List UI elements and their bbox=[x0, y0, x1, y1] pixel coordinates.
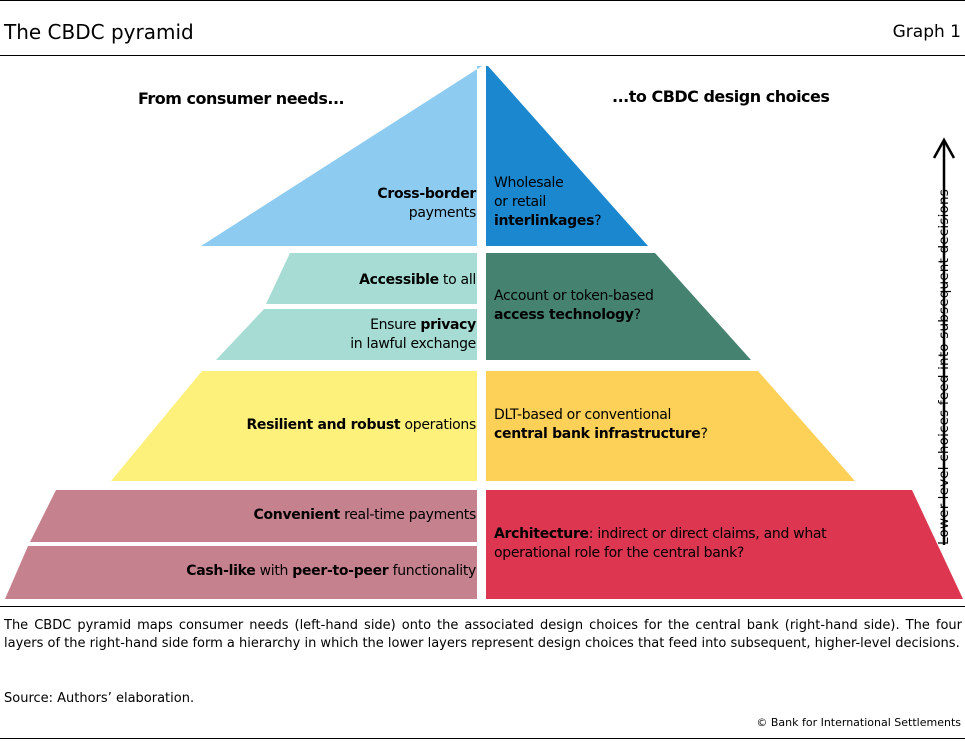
title-rule bbox=[0, 55, 965, 56]
layer4-left-bottom-shape bbox=[5, 546, 477, 599]
arrow-label: Lower-level choices feed into subsequent… bbox=[936, 188, 952, 545]
layer3-left-text: Resilient and robust operations bbox=[246, 417, 476, 433]
layer3-right-shape bbox=[486, 371, 855, 481]
bottom-rule bbox=[0, 738, 965, 739]
caption: The CBDC pyramid maps consumer needs (le… bbox=[4, 618, 962, 651]
layer4-left-bottom-text: Cash-like with peer-to-peer functionalit… bbox=[186, 563, 476, 579]
up-arrow-head-icon bbox=[932, 137, 956, 159]
layer1-right-shape bbox=[486, 66, 648, 246]
top-rule bbox=[0, 0, 965, 1]
left-heading: From consumer needs... bbox=[138, 89, 345, 108]
layer4-left-top-text: Convenient real-time payments bbox=[253, 507, 477, 523]
layer1-left-shape bbox=[201, 66, 482, 246]
layer2-left-top-shape bbox=[266, 253, 477, 304]
graph-number: Graph 1 bbox=[892, 22, 961, 42]
layer4-right-shape bbox=[486, 490, 963, 599]
layer2-right-shape bbox=[486, 253, 751, 360]
right-heading: ...to CBDC design choices bbox=[612, 87, 830, 106]
layer2-left-bottom-shape bbox=[216, 309, 477, 360]
layer4-right-text: Architecture: indirect or direct claims,… bbox=[494, 526, 827, 561]
layer3-left-shape bbox=[111, 371, 477, 481]
source-note: Source: Authors’ elaboration. bbox=[4, 691, 195, 706]
layer4-left-top-shape bbox=[30, 490, 477, 542]
caption-rule bbox=[0, 606, 965, 607]
graph-title: The CBDC pyramid bbox=[4, 20, 194, 44]
copyright: © Bank for International Settlements bbox=[756, 716, 961, 729]
layer2-left-top-text: Accessible to all bbox=[359, 272, 476, 288]
